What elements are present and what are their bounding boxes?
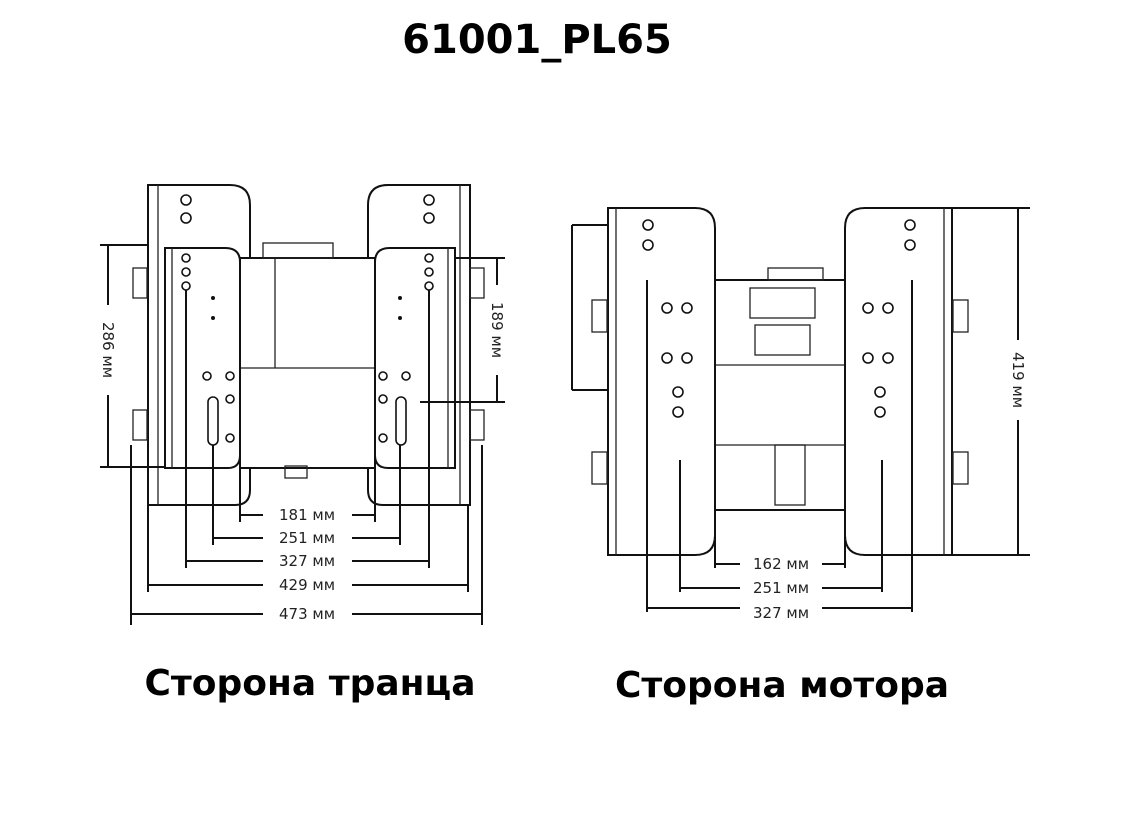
bolt-icon <box>132 267 148 299</box>
bolt-icon <box>952 299 969 333</box>
plate-left <box>607 207 716 556</box>
dim-181: 181 мм <box>279 506 335 524</box>
bolt-icon <box>284 465 308 479</box>
inner-plate-left <box>164 247 241 469</box>
center-body <box>714 279 846 511</box>
center-body <box>239 257 376 469</box>
dim-327-right: 327 мм <box>753 604 809 622</box>
dim-251-right: 251 мм <box>753 579 809 597</box>
bolt-icon <box>591 299 608 333</box>
bolt-icon <box>952 451 969 485</box>
dim-251-left: 251 мм <box>279 529 335 547</box>
bolt-icon <box>469 267 485 299</box>
dim-162: 162 мм <box>753 555 809 573</box>
plate-right <box>844 207 953 556</box>
caption-motor-side: Сторона мотора <box>615 665 949 706</box>
dim-473: 473 мм <box>279 605 335 623</box>
bolt-icon <box>469 409 485 441</box>
dim-419: 419 мм <box>1009 352 1027 408</box>
inner-plate-right <box>374 247 456 469</box>
transom-side-view: 181 мм 251 мм 327 мм 429 мм 473 мм 286 м… <box>99 184 506 625</box>
page-title: 61001_PL65 <box>402 17 672 63</box>
motor-side-view: 162 мм 251 мм 327 мм 419 мм <box>571 207 1030 622</box>
bolt-icon <box>591 451 608 485</box>
dim-286: 286 мм <box>99 322 117 378</box>
dim-189: 189 мм <box>488 302 506 358</box>
dim-429: 429 мм <box>279 576 335 594</box>
bolt-icon <box>132 409 148 441</box>
caption-transom-side: Сторона транца <box>145 663 476 704</box>
dim-327-left: 327 мм <box>279 552 335 570</box>
